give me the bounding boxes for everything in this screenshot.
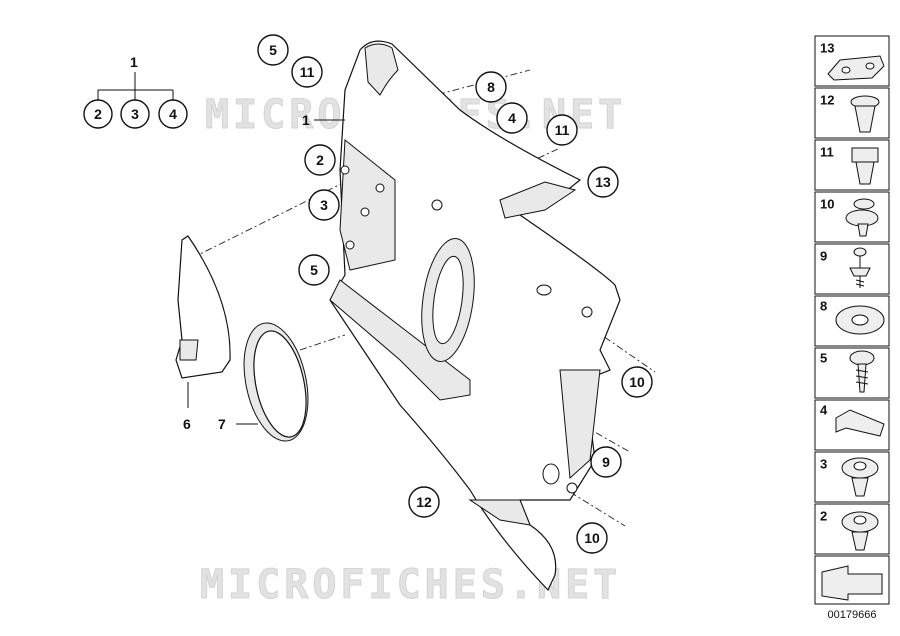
- cover-part-6[interactable]: [175, 235, 231, 379]
- direction-arrow-icon: [821, 565, 883, 601]
- label-7: 7: [218, 416, 226, 432]
- legend-number: 8: [820, 299, 827, 314]
- label-6: 6: [183, 416, 191, 432]
- legend-item-13[interactable]: 13: [820, 41, 885, 81]
- legend-number: 2: [820, 509, 827, 524]
- callout-4[interactable]: 4: [496, 102, 528, 134]
- diagram-id: 00179666: [828, 609, 877, 621]
- callout-number: 2: [316, 152, 324, 168]
- legend-item-10[interactable]: 10: [820, 197, 879, 237]
- group-tree-lines: [97, 72, 174, 100]
- callout-9[interactable]: 9: [590, 446, 622, 478]
- push-rivet-cap-icon: [845, 198, 879, 237]
- callout-number: 2: [94, 106, 102, 122]
- legend-item-2[interactable]: 2: [820, 509, 879, 551]
- callout-ring: [298, 254, 330, 286]
- callout-ring: [408, 486, 440, 518]
- callout-3[interactable]: 3: [308, 189, 340, 221]
- legend-number: 13: [820, 41, 834, 56]
- legend-number: 12: [820, 93, 834, 108]
- callout-11-right[interactable]: 11: [546, 114, 578, 146]
- callout-10-b[interactable]: 10: [576, 522, 608, 554]
- callout-13[interactable]: 13: [587, 166, 619, 198]
- legend-number: 9: [820, 249, 827, 264]
- spring-clip-icon: [835, 409, 885, 437]
- legend-item-8[interactable]: 8: [820, 299, 885, 335]
- star-washer-icon: [835, 305, 885, 335]
- callout-2[interactable]: 2: [304, 144, 336, 176]
- callout-ring: [475, 71, 507, 103]
- callout-number: 3: [320, 197, 328, 213]
- group-child-2[interactable]: 2: [83, 99, 113, 129]
- callout-number: 10: [629, 374, 645, 390]
- assembly-group-tree: 1 2 3 4: [83, 54, 188, 129]
- callout-number: 3: [131, 106, 139, 122]
- callout-ring: [83, 99, 113, 129]
- expanding-nut-icon: [850, 95, 880, 133]
- callout-number: 8: [487, 79, 495, 95]
- group-child-4[interactable]: 4: [158, 99, 188, 129]
- callout-ring: [496, 102, 528, 134]
- callout-5-top[interactable]: 5: [257, 34, 289, 66]
- callout-number: 5: [310, 262, 318, 278]
- callout-number: 12: [416, 494, 432, 510]
- legend-number: 4: [820, 403, 828, 418]
- trim-clip-icon: [841, 457, 879, 497]
- label-1: 1: [302, 112, 310, 128]
- ring-cover-part-7[interactable]: [234, 317, 318, 447]
- side-trim-panel[interactable]: [329, 40, 621, 592]
- legend-item-3[interactable]: 3: [820, 457, 879, 497]
- legend-number: 11: [820, 145, 834, 160]
- callout-ring: [304, 144, 336, 176]
- legend-item-9[interactable]: 9: [820, 247, 871, 288]
- callout-ring: [546, 114, 578, 146]
- callout-11-top[interactable]: 11: [291, 56, 323, 88]
- callout-number: 11: [300, 64, 315, 80]
- callout-ring: [257, 34, 289, 66]
- legend-item-12[interactable]: 12: [820, 93, 880, 133]
- callout-ring: [590, 446, 622, 478]
- watermark-bottom: MICROFICHES.NET: [200, 562, 621, 608]
- legend-item-5[interactable]: 5: [820, 350, 875, 393]
- legend-item-arrow: [821, 565, 883, 601]
- screw-icon: [849, 350, 875, 393]
- callout-number: 4: [508, 110, 516, 126]
- legend-number: 5: [820, 351, 827, 366]
- callout-ring: [291, 56, 323, 88]
- callout-number: 4: [169, 106, 177, 122]
- square-clip-nut-icon: [851, 147, 879, 185]
- spreader-rivet-icon: [849, 247, 871, 288]
- callout-number: 5: [269, 42, 277, 58]
- callout-ring: [621, 366, 653, 398]
- callout-ring: [120, 99, 150, 129]
- callout-ring: [576, 522, 608, 554]
- group-child-3[interactable]: 3: [120, 99, 150, 129]
- legend-item-4[interactable]: 4: [820, 403, 885, 437]
- callout-number: 10: [584, 530, 600, 546]
- callout-ring: [308, 189, 340, 221]
- legend-item-11[interactable]: 11: [820, 145, 879, 185]
- callout-8[interactable]: 8: [475, 71, 507, 103]
- group-parent-label: 1: [130, 54, 138, 70]
- bracket-clip-icon: [827, 55, 885, 81]
- callout-10-a[interactable]: 10: [621, 366, 653, 398]
- callout-5-mid[interactable]: 5: [298, 254, 330, 286]
- callout-12[interactable]: 12: [408, 486, 440, 518]
- callout-ring: [587, 166, 619, 198]
- callout-number: 13: [595, 174, 611, 190]
- fastener-legend: 13 12 11 10: [814, 35, 890, 605]
- callout-number: 9: [602, 454, 610, 470]
- legend-number: 3: [820, 457, 827, 472]
- legend-number: 10: [820, 197, 834, 212]
- trim-clip-icon: [841, 511, 879, 551]
- callout-ring: [158, 99, 188, 129]
- callout-number: 11: [555, 122, 570, 138]
